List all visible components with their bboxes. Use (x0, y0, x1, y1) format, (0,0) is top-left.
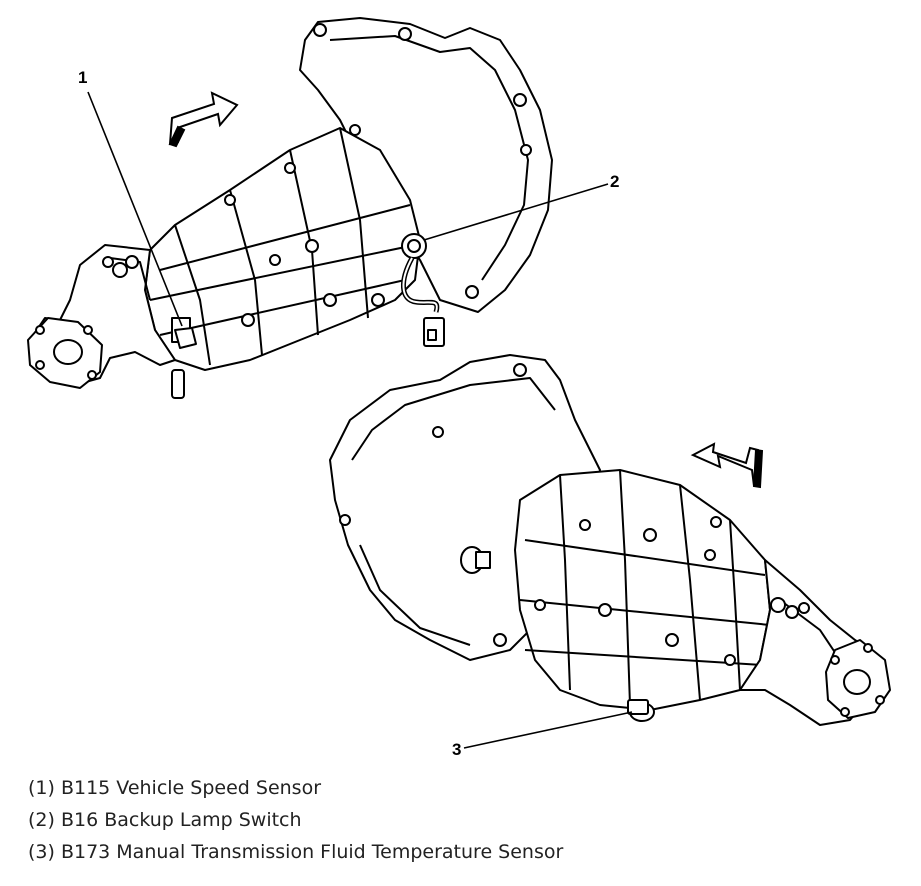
upper-transmission (27, 17, 553, 399)
legend-item: (1) B115 Vehicle Speed Sensor (28, 777, 322, 799)
leader-line-1 (87, 91, 183, 327)
callout-3-number: 3 (452, 740, 461, 759)
lower-transmission (329, 354, 891, 726)
legend: (1) B115 Vehicle Speed Sensor (2) B16 Ba… (28, 772, 563, 868)
transmission-diagram: 1 2 3 (27, 17, 891, 759)
legend-item: (2) B16 Backup Lamp Switch (28, 809, 302, 831)
leader-line-2 (423, 183, 609, 241)
callout-3: 3 (452, 711, 633, 759)
direction-arrow-lower (690, 442, 764, 489)
callout-2: 2 (423, 172, 619, 241)
direction-arrow-upper (168, 91, 239, 148)
callout-2-number: 2 (610, 172, 619, 191)
leader-line-3 (463, 711, 633, 749)
callout-1: 1 (78, 68, 183, 327)
callout-1-number: 1 (78, 68, 87, 87)
legend-item: (3) B173 Manual Transmission Fluid Tempe… (28, 841, 564, 863)
